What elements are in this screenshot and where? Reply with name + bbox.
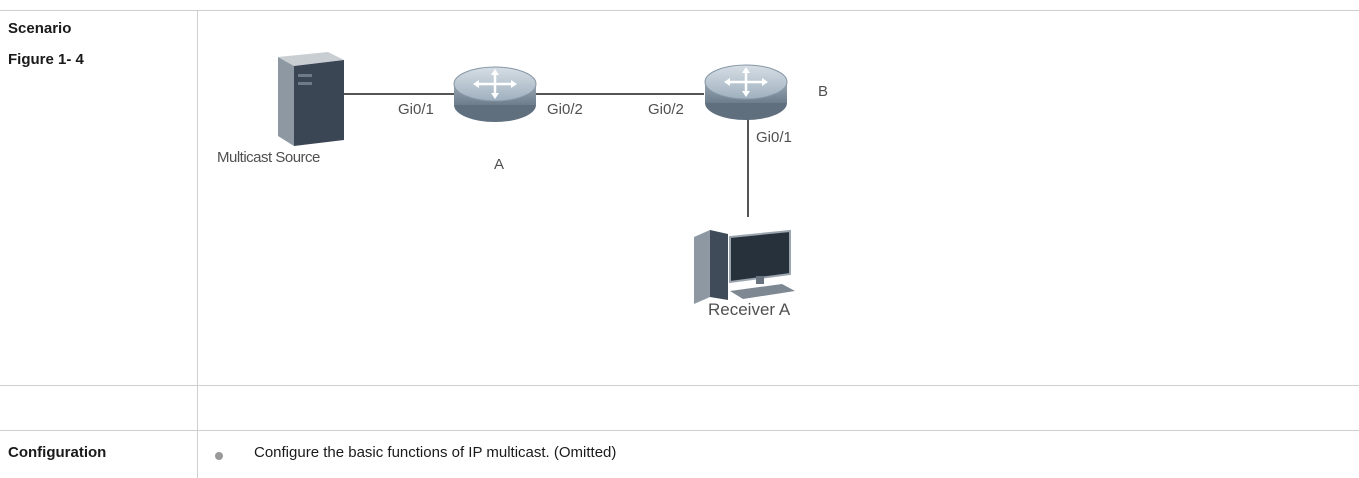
network-topology-diagram: Multicast Source Gi0/1 Gi0/2 Gi0/2 A B G… <box>217 52 828 319</box>
table-top-border <box>0 10 1359 11</box>
bullet-icon <box>215 452 223 460</box>
receiver-label: Receiver A <box>708 300 791 319</box>
a-port-left-label: Gi0/1 <box>398 101 434 118</box>
router-icon <box>704 64 788 120</box>
row-divider <box>0 430 1359 431</box>
b-port-down-label: Gi0/1 <box>756 129 792 146</box>
pc-icon <box>694 229 795 304</box>
server-icon <box>278 52 344 146</box>
column-divider <box>197 10 198 478</box>
router-a-label: A <box>494 156 504 173</box>
router-icon <box>453 66 537 122</box>
router-b-label: B <box>818 83 828 100</box>
a-port-right-label: Gi0/2 <box>547 101 583 118</box>
row-divider <box>0 385 1359 386</box>
configuration-bullet: Configure the basic functions of IP mult… <box>254 444 617 461</box>
source-label: Multicast Source <box>217 149 320 166</box>
figure-label: Figure 1- 4 <box>8 51 84 68</box>
b-port-left-label: Gi0/2 <box>648 101 684 118</box>
configuration-label: Configuration <box>8 444 107 461</box>
scenario-label: Scenario <box>8 20 72 37</box>
